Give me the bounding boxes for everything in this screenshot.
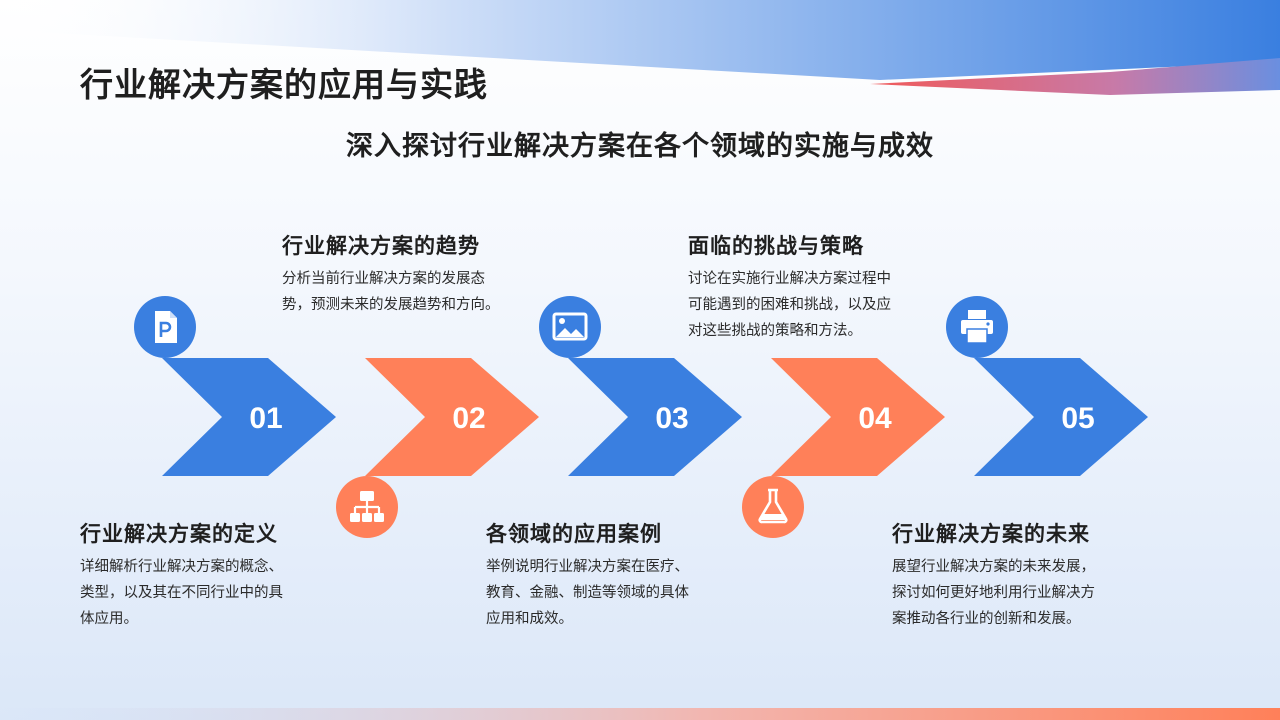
chevron-shape <box>974 358 1148 476</box>
text-line: 可能遇到的困难和挑战，以及应 <box>688 297 891 313</box>
image-icon <box>539 296 601 358</box>
chevron-step-5: 05 <box>974 358 1148 476</box>
chevron-step-2: 02 <box>365 358 539 476</box>
step-number: 01 <box>249 402 282 435</box>
chevron-shape <box>365 358 539 476</box>
text-line: 举例说明行业解决方案在医疗、 <box>486 559 689 575</box>
text-line: 体应用。 <box>80 611 138 627</box>
text-line: 势，预测未来的发展趋势和方向。 <box>282 297 500 313</box>
text-line: 展望行业解决方案的未来发展， <box>892 559 1095 575</box>
text-line: 类型，以及其在不同行业中的具 <box>80 585 283 601</box>
text-line: 分析当前行业解决方案的发展态 <box>282 271 485 287</box>
chevron-step-1: 01 <box>162 358 336 476</box>
chevron-shape <box>162 358 336 476</box>
text-line: 探讨如何更好地利用行业解决方 <box>892 585 1095 601</box>
text-line: 案推动各行业的创新和发展。 <box>892 611 1081 627</box>
hierarchy-icon <box>336 476 398 538</box>
text-line: 讨论在实施行业解决方案过程中 <box>688 271 891 287</box>
step-heading: 行业解决方案的未来 <box>892 522 1090 546</box>
step-number: 04 <box>858 402 892 435</box>
step-heading: 面临的挑战与策略 <box>688 234 864 258</box>
chevron-step-3: 03 <box>568 358 742 476</box>
step-heading: 各领域的应用案例 <box>486 522 662 546</box>
presentation-file-icon <box>134 296 196 358</box>
step-number: 05 <box>1061 402 1094 435</box>
step-number: 02 <box>452 402 485 435</box>
printer-icon <box>946 296 1008 358</box>
step-heading: 行业解决方案的定义 <box>80 522 278 546</box>
text-line: 详细解析行业解决方案的概念、 <box>80 559 283 575</box>
step-5-description: 行业解决方案的未来 展望行业解决方案的未来发展， 探讨如何更好地利用行业解决方 … <box>892 518 1152 632</box>
chevron-shape <box>568 358 742 476</box>
step-4-description: 面临的挑战与策略 讨论在实施行业解决方案过程中 可能遇到的困难和挑战，以及应 对… <box>688 230 938 344</box>
page-subtitle: 深入探讨行业解决方案在各个领域的实施与成效 <box>346 131 934 162</box>
chevron-step-4: 04 <box>771 358 945 476</box>
page-title: 行业解决方案的应用与实践 <box>80 65 488 104</box>
text-line: 对这些挑战的策略和方法。 <box>688 323 862 339</box>
step-heading: 行业解决方案的趋势 <box>282 234 480 258</box>
step-2-description: 行业解决方案的趋势 分析当前行业解决方案的发展态 势，预测未来的发展趋势和方向。 <box>282 230 542 318</box>
step-3-description: 各领域的应用案例 举例说明行业解决方案在医疗、 教育、金融、制造等领域的具体 应… <box>486 518 736 632</box>
text-line: 应用和成效。 <box>486 611 573 627</box>
flask-icon <box>742 476 804 538</box>
step-1-description: 行业解决方案的定义 详细解析行业解决方案的概念、 类型，以及其在不同行业中的具 … <box>80 518 330 632</box>
chevron-shape <box>771 358 945 476</box>
header-decoration <box>0 0 1280 95</box>
text-line: 教育、金融、制造等领域的具体 <box>486 585 689 601</box>
step-number: 03 <box>655 402 688 435</box>
